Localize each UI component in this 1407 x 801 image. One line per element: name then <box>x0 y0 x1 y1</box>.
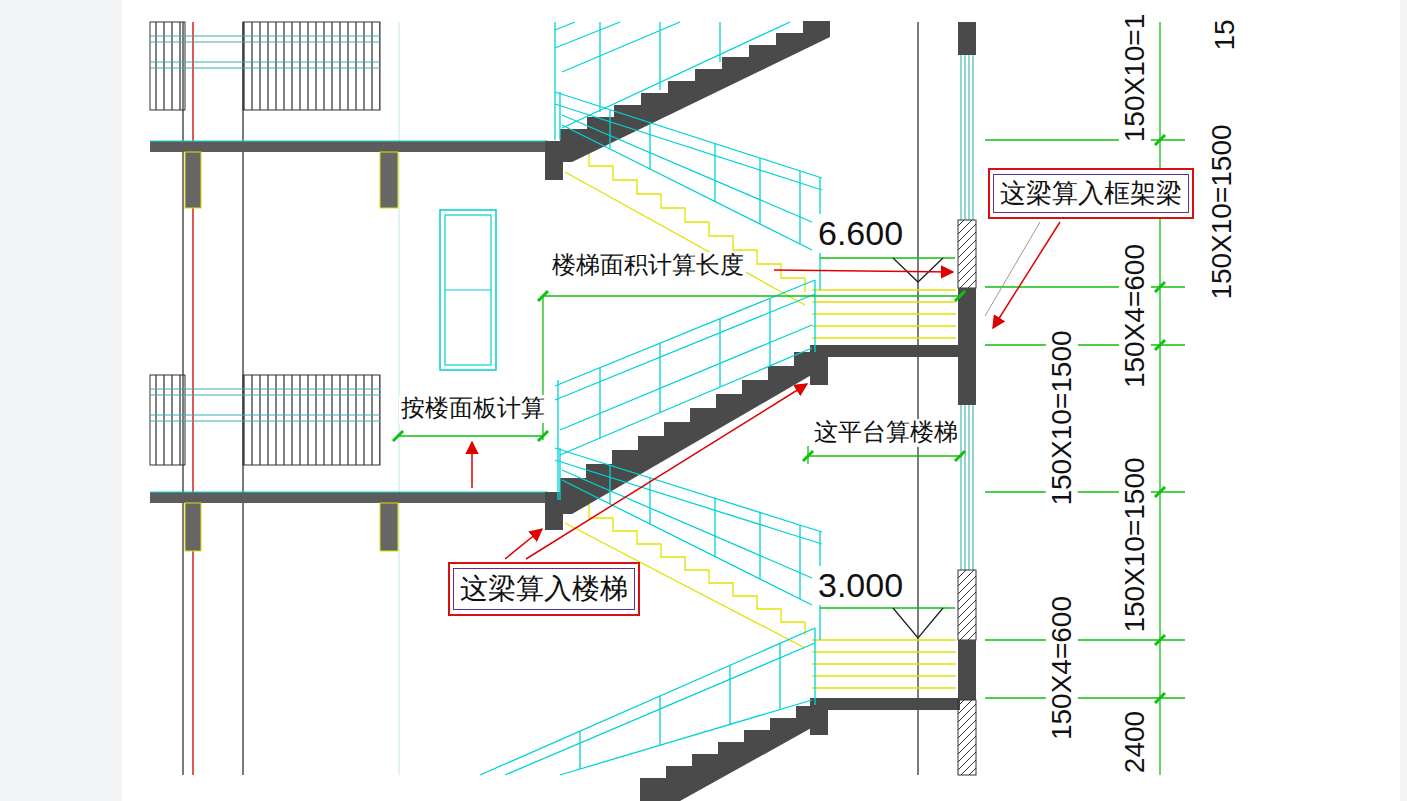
level-marker-part <box>893 608 943 638</box>
window-part <box>445 289 491 290</box>
grid-line-part <box>192 22 193 775</box>
page-panel-part <box>122 0 1400 801</box>
yellow-stair-flight-part <box>812 640 956 688</box>
concrete-stair-flight-part <box>810 345 828 385</box>
dimension-line-part <box>1159 22 1160 775</box>
floor-slabs <box>150 141 548 551</box>
right-wall-part <box>961 55 973 220</box>
page-panel <box>122 0 1400 801</box>
floor-slab-part <box>150 141 548 152</box>
right-wall-part <box>958 640 976 700</box>
floor-slab-part <box>380 152 398 208</box>
grid-lines <box>183 22 918 775</box>
concrete-stair-flight-part <box>640 706 822 801</box>
stair-railing-part <box>480 628 815 775</box>
dimension-text: 150X10=1 <box>1119 12 1151 144</box>
floor-slab-part <box>185 152 201 208</box>
dimension-text: 150X4=600 <box>1046 594 1078 742</box>
concrete-stair-flight-part <box>810 698 828 735</box>
dimension-text: 150X10=1500 <box>1206 122 1238 301</box>
balustrades <box>150 22 380 465</box>
window <box>440 210 496 370</box>
floor-slab-part <box>150 141 548 142</box>
dimension-text: 150X10=1500 <box>1119 455 1151 634</box>
right-wall-part <box>961 405 973 570</box>
right-wall-part <box>958 570 976 640</box>
yellow-stair-flight-part <box>565 172 805 305</box>
dimension-line-part <box>393 291 965 461</box>
drawing-label: 3.000 <box>816 566 905 605</box>
balustrade-part <box>243 22 380 110</box>
window-part <box>445 215 491 365</box>
grid-line-part <box>917 22 918 775</box>
concrete-stair-flight-part <box>810 698 960 710</box>
stair-railing-part <box>555 92 822 250</box>
stair-railing-part <box>555 22 790 140</box>
concrete-stair-flights <box>545 21 960 801</box>
dimension-text: 15 <box>1209 17 1241 52</box>
stair-railing-part <box>558 280 815 500</box>
right-wall <box>958 22 976 775</box>
dimension-lines <box>393 22 1185 775</box>
level-marker-part <box>893 258 943 282</box>
concrete-stair-flight-part <box>548 352 820 514</box>
leader-arrow-part <box>985 222 1040 316</box>
stair-railing-part <box>580 628 815 769</box>
drawing-label: 按楼面板计算 <box>399 395 547 423</box>
leader-arrow-part <box>471 442 473 488</box>
dimension-text: 2400 <box>1119 709 1151 775</box>
callout-inner-frame: 这梁算入楼梯 <box>453 568 635 610</box>
drawing-label: 这平台算楼梯 <box>812 419 960 447</box>
stair-railing-part <box>555 280 815 455</box>
leader-arrow-part <box>993 222 1060 328</box>
drawing-label: 6.600 <box>816 214 905 253</box>
floor-slab-part <box>150 492 548 503</box>
concrete-stair-flight-part <box>548 21 830 162</box>
right-wall-part <box>958 700 976 775</box>
concrete-stair-flight-part <box>545 141 563 180</box>
callout-inner-frame: 这梁算入框架梁 <box>993 174 1189 213</box>
balustrade-part <box>150 36 380 421</box>
leader-arrows <box>472 222 1060 559</box>
floor-slab-part <box>150 492 548 493</box>
leader-arrow-part <box>505 529 542 559</box>
leader-arrow-part <box>774 270 953 272</box>
concrete-stair-flight-part <box>810 345 960 357</box>
floor-slab-part <box>185 503 201 551</box>
window-part <box>440 210 496 370</box>
drawing-label: 楼梯面积计算长度 <box>550 252 746 280</box>
floor-slab-part <box>380 503 398 551</box>
callout-box: 这梁算入楼梯 <box>448 562 640 616</box>
balustrade-part <box>150 22 185 110</box>
callout-box: 这梁算入框架梁 <box>988 168 1194 219</box>
right-wall-part <box>958 220 976 288</box>
dimension-line-part <box>398 296 962 464</box>
callout-text: 这梁算入框架梁 <box>1000 178 1182 209</box>
dimension-line-part <box>985 140 1185 698</box>
yellow-stair-flight-part <box>812 290 956 338</box>
callout-text: 这梁算入楼梯 <box>460 572 628 606</box>
leader-arrow-part <box>526 384 807 559</box>
dimension-line-part <box>1155 135 1165 703</box>
right-wall-part <box>958 288 976 405</box>
dimension-text: 150X10=1500 <box>1046 328 1078 507</box>
dimension-text: 150X4=600 <box>1119 242 1151 390</box>
right-wall-part <box>958 22 976 55</box>
